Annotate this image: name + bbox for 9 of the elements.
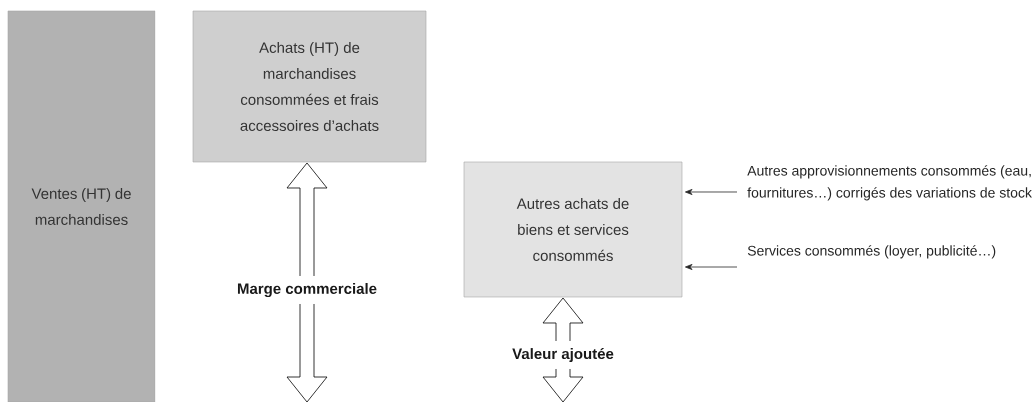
text-box: Autres achats de biens et services consommés — [463, 161, 683, 298]
measure-label: Valeur ajoutée — [512, 347, 614, 363]
text-box: Ventes (HT) de marchandises — [7, 10, 156, 402]
arrow — [685, 189, 693, 195]
text-box: Achats (HT) de marchandises consommées et frais accessoires d’achats — [192, 10, 427, 163]
arrow — [685, 264, 693, 270]
measure-label: Marge commerciale — [238, 283, 377, 298]
note-text: Autres approvisionnements consommés (eau, fournitures…) corrigés des variations de stock — [747, 165, 1032, 201]
note-text: Services consommés (loyer, publicité…) — [747, 245, 996, 259]
